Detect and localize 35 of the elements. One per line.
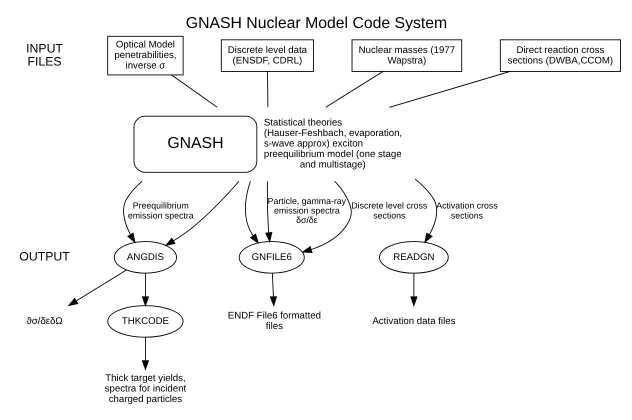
- label: OUTPUT: [18, 250, 70, 264]
- node-text: Thick target yields, spectra for incident charged particles: [104, 372, 186, 405]
- arrow: [414, 178, 437, 244]
- arrow: [410, 272, 418, 307]
- node-text: Activation data files: [372, 316, 455, 327]
- arrow: [164, 180, 239, 246]
- edge-label: Preequilibrium emission spectra: [127, 200, 194, 220]
- arrow: [141, 272, 149, 307]
- diagram-title: GNASH Nuclear Model Code System: [185, 14, 447, 32]
- arrow: [67, 270, 126, 306]
- node-ellipse: READGN: [378, 241, 448, 274]
- label: INPUT FILES: [26, 41, 62, 68]
- connector: [324, 70, 383, 108]
- node-text: ϑσ/δεδΩ: [26, 316, 62, 327]
- node-box: GNASH: [133, 116, 257, 173]
- arrow: [244, 180, 259, 244]
- node-ellipse: ANGDIS: [113, 241, 176, 274]
- arrow: [264, 180, 272, 243]
- connector: [170, 74, 218, 108]
- node-box: Discrete level data (ENSDF, CDRL): [220, 39, 314, 72]
- node-ellipse: THKCODE: [106, 305, 183, 338]
- node-box: Direct reaction cross sections (DWBA,CCOM): [499, 39, 620, 72]
- node-box: Nuclear masses (1977 Wapstra): [351, 39, 462, 72]
- node-text: ENDF File6 formatted files: [227, 310, 321, 332]
- arrow: [141, 336, 149, 371]
- node-box: Optical Model penetrabilities, inverse σ: [106, 36, 184, 76]
- connector: [266, 71, 268, 108]
- node-ellipse: GNFILE6: [238, 241, 304, 274]
- arrow: [122, 180, 142, 244]
- edge-label: Discrete level cross sections: [350, 200, 427, 220]
- connector: [388, 70, 510, 108]
- edge-label: Particle, gamma-ray emission spectra δσ/δε: [267, 196, 346, 226]
- arrow: [300, 180, 352, 253]
- node-label: Statistical theories (Hauser-Feshbach, evaporation, s-wave approx) exciton preequilibrium model (one stage and multistage): [263, 118, 402, 171]
- arrow: [269, 272, 277, 307]
